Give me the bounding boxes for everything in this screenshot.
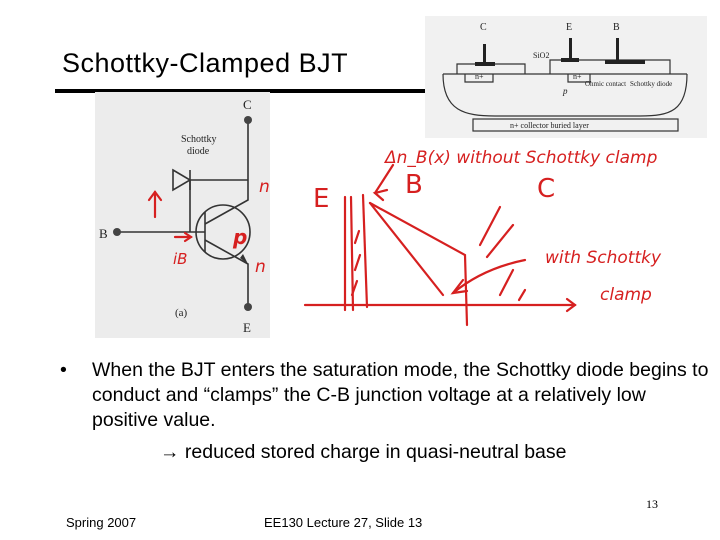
hand-label-n-bottom: n (255, 257, 266, 277)
page-number: 13 (646, 497, 658, 511)
circuit-diode-label-2: diode (187, 146, 210, 157)
cs-schottky-diode: Schottky diode (630, 80, 672, 88)
hand-label-ib: iB (173, 250, 187, 268)
sketch-annotation-with-1: with Schottky (545, 248, 662, 268)
bullet-text: When the BJT enters the saturation mode,… (92, 359, 709, 431)
right-arrow-icon: → (160, 441, 180, 463)
circuit-caption: (a) (175, 307, 188, 319)
sketch-label-b: B (405, 170, 423, 200)
sketch-annotation-with-2: clamp (600, 285, 652, 305)
circuit-label-c: C (243, 97, 252, 112)
footer-lecture: EE130 Lecture 27, Slide 13 (264, 515, 423, 530)
circuit-schematic-image: C B E Schottky diode (a) n p n iB (95, 92, 270, 338)
cs-p-region: p (562, 86, 568, 96)
cs-n-plus-right: n+ (573, 72, 582, 81)
circuit-drawing: C B E Schottky diode (a) n p n iB (99, 97, 270, 335)
cs-n-plus-left: n+ (475, 72, 484, 81)
circuit-diode-label-1: Schottky (181, 134, 217, 145)
cs-ohmic-contact: Ohmic contact (585, 80, 626, 88)
circuit-label-b: B (99, 226, 108, 241)
sub-point-text: reduced stored charge in quasi-neutral b… (184, 441, 567, 463)
sketch-drawing: E B C Δn_B(x) without Schottky clamp wit… (303, 148, 662, 327)
sketch-label-e: E (313, 184, 329, 214)
sub-point: → reduced stored charge in quasi-neutral… (160, 440, 567, 465)
cs-oxide-label: SiO2 (533, 51, 549, 60)
slide-title: Schottky-Clamped BJT (62, 48, 349, 78)
sketch-annotation-without: Δn_B(x) without Schottky clamp (383, 148, 658, 168)
carrier-profile-sketch: E B C Δn_B(x) without Schottky clamp wit… (275, 135, 695, 335)
cross-section-drawing: C E B SiO2 n+ n+ p Ohmic contact Schottk… (442, 22, 688, 132)
title-underline (55, 89, 450, 93)
cs-label-b: B (613, 22, 620, 33)
hand-label-n-top: n (259, 177, 270, 197)
device-cross-section-image: C E B SiO2 n+ n+ p Ohmic contact Schottk… (425, 16, 707, 138)
hand-label-p: p (232, 225, 247, 249)
cs-buried-layer: n+ collector buried layer (510, 121, 589, 130)
sketch-label-c: C (537, 174, 555, 204)
circuit-label-e: E (243, 320, 251, 335)
footer-date: Spring 2007 (66, 515, 137, 530)
bullet-marker: • (60, 359, 67, 381)
cs-label-c: C (480, 22, 487, 33)
cs-label-e: E (566, 22, 572, 33)
